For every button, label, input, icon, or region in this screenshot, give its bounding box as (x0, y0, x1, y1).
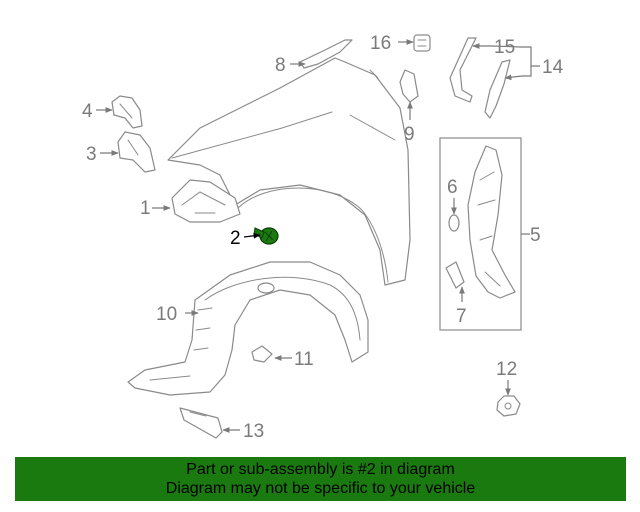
fender-trim-part-8 (299, 39, 353, 69)
label-10[interactable]: 10 (156, 304, 177, 325)
label-14[interactable]: 14 (542, 57, 564, 78)
plate-part-13 (179, 407, 223, 439)
label-4[interactable]: 4 (82, 101, 93, 122)
bracket-part-3 (117, 131, 156, 173)
nut-part-12 (496, 395, 521, 417)
fender-panel (167, 57, 411, 286)
part-5-group (439, 137, 522, 331)
bracket-part-4 (111, 95, 143, 129)
label-16[interactable]: 16 (370, 33, 391, 54)
fender-liner-part-10 (127, 261, 369, 396)
banner-line-1: Part or sub-assembly is #2 in diagram (186, 461, 455, 478)
label-3[interactable]: 3 (86, 144, 97, 165)
label-13[interactable]: 13 (243, 421, 264, 442)
label-8[interactable]: 8 (275, 55, 286, 76)
label-11[interactable]: 11 (294, 349, 314, 370)
clip-part-11 (251, 345, 273, 363)
label-9[interactable]: 9 (404, 124, 415, 145)
label-7[interactable]: 7 (456, 306, 467, 327)
leader-lines (96, 39, 540, 433)
fender-bracket (171, 179, 241, 223)
clip-part-16 (413, 34, 431, 52)
label-2[interactable]: 2 (230, 228, 241, 249)
bolt-part-2[interactable] (253, 227, 279, 245)
part-labels: 1 2 3 4 5 6 7 8 9 10 11 12 13 14 15 16 (82, 33, 564, 442)
label-15[interactable]: 15 (494, 37, 515, 58)
washer-part-6 (448, 214, 460, 232)
label-1[interactable]: 1 (140, 198, 151, 219)
pad-part-7 (445, 261, 465, 289)
label-12[interactable]: 12 (496, 359, 517, 380)
label-6[interactable]: 6 (447, 177, 458, 198)
weatherstrip-part-15 (449, 37, 477, 103)
label-5[interactable]: 5 (530, 225, 541, 246)
seal-part-14 (484, 59, 511, 119)
clip-part-9 (399, 69, 419, 103)
info-banner: Part or sub-assembly is #2 in diagram Di… (15, 457, 626, 501)
banner-line-2: Diagram may not be specific to your vehi… (165, 480, 476, 497)
